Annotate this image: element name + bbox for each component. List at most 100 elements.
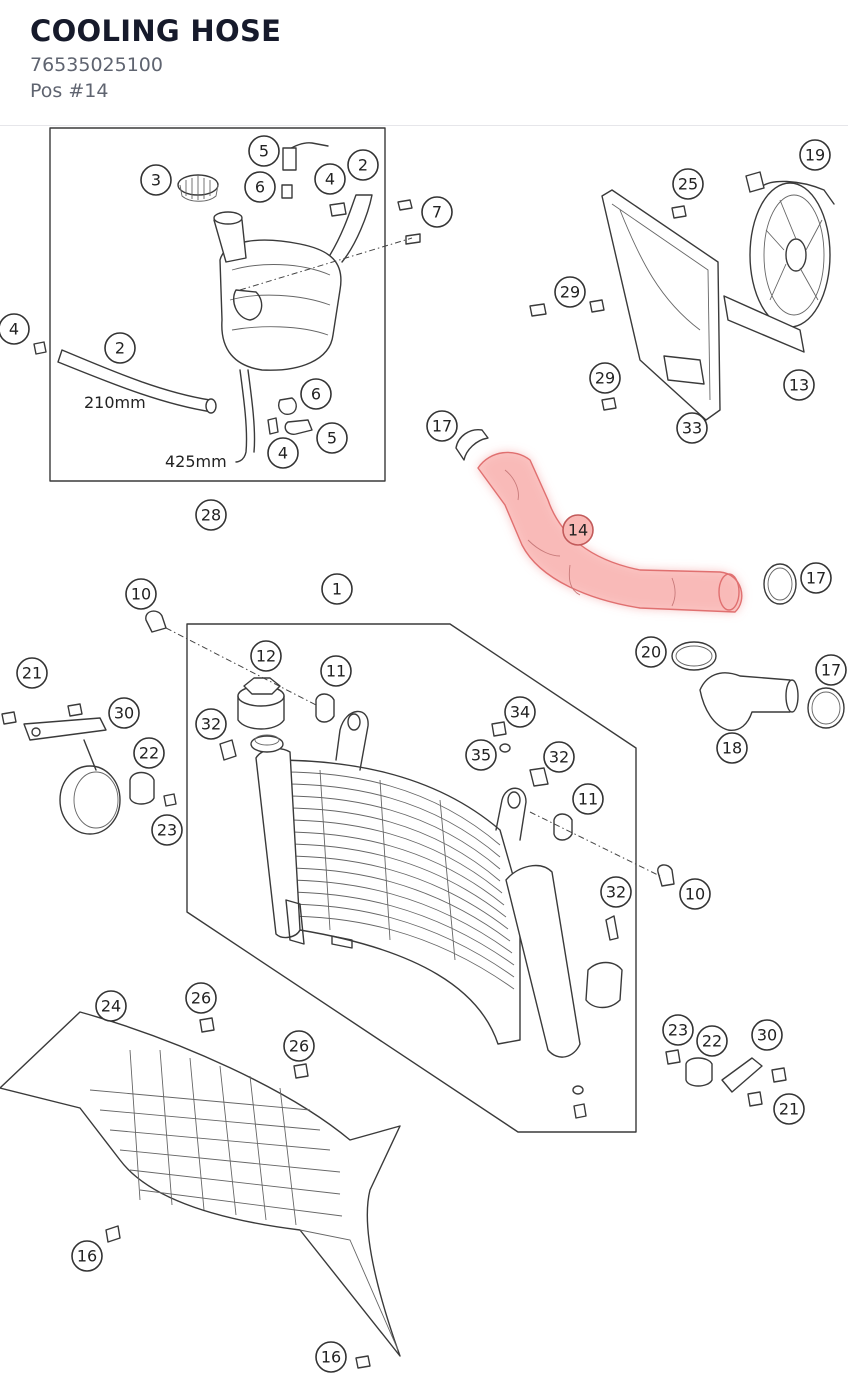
- svg-text:10: 10: [131, 585, 151, 604]
- radiator-group: [145, 610, 675, 1133]
- callout-11[interactable]: 11: [320, 655, 352, 687]
- callout-32[interactable]: 32: [195, 708, 227, 740]
- callout-18[interactable]: 18: [716, 732, 748, 764]
- cooling-hose-14[interactable]: [477, 451, 743, 613]
- group-box-28: [49, 127, 386, 482]
- svg-text:10: 10: [685, 885, 705, 904]
- callout-14-selected[interactable]: 14: [562, 514, 594, 546]
- callout-23[interactable]: 23: [662, 1014, 694, 1046]
- part-number: 76535025100: [30, 54, 163, 76]
- horn-assembly: [1, 703, 177, 835]
- callout-10[interactable]: 10: [679, 878, 711, 910]
- svg-text:34: 34: [510, 703, 530, 722]
- svg-text:35: 35: [471, 746, 491, 765]
- callout-2[interactable]: 2: [104, 332, 136, 364]
- svg-text:7: 7: [432, 203, 442, 222]
- callout-19[interactable]: 19: [799, 139, 831, 171]
- svg-text:33: 33: [682, 419, 702, 438]
- svg-text:16: 16: [321, 1348, 341, 1367]
- callout-30[interactable]: 30: [108, 697, 140, 729]
- callout-29[interactable]: 29: [589, 362, 621, 394]
- radiator-cover: [0, 1011, 401, 1369]
- svg-text:11: 11: [578, 790, 598, 809]
- svg-text:1: 1: [332, 580, 342, 599]
- svg-text:11: 11: [326, 662, 346, 681]
- callout-17[interactable]: 17: [800, 562, 832, 594]
- callout-23[interactable]: 23: [151, 814, 183, 846]
- group-box-1: [186, 623, 637, 1133]
- callout-24[interactable]: 24: [95, 990, 127, 1022]
- callout-4[interactable]: 4: [267, 437, 299, 469]
- callout-1[interactable]: 1: [321, 573, 353, 605]
- callout-5[interactable]: 5: [248, 135, 280, 167]
- horn: [59, 765, 121, 835]
- callout-22[interactable]: 22: [696, 1025, 728, 1057]
- svg-text:2: 2: [358, 156, 368, 175]
- svg-text:17: 17: [806, 569, 826, 588]
- callout-30[interactable]: 30: [751, 1019, 783, 1051]
- callout-20[interactable]: 20: [635, 636, 667, 668]
- callout-21[interactable]: 21: [16, 657, 48, 689]
- callout-11[interactable]: 11: [572, 783, 604, 815]
- dimension-labels: 210mm 425mm: [84, 393, 227, 471]
- svg-text:22: 22: [139, 744, 159, 763]
- callout-32[interactable]: 32: [543, 741, 575, 773]
- svg-text:2: 2: [115, 339, 125, 358]
- svg-text:32: 32: [201, 715, 221, 734]
- svg-text:5: 5: [327, 429, 337, 448]
- svg-text:3: 3: [151, 171, 161, 190]
- svg-text:6: 6: [255, 178, 265, 197]
- callout-32[interactable]: 32: [600, 876, 632, 908]
- svg-text:16: 16: [77, 1247, 97, 1266]
- callout-10[interactable]: 10: [125, 578, 157, 610]
- callout-26[interactable]: 26: [283, 1030, 315, 1062]
- callout-7[interactable]: 7: [421, 196, 453, 228]
- radiator-cap: [237, 677, 285, 730]
- svg-text:4: 4: [325, 170, 335, 189]
- callout-29[interactable]: 29: [554, 276, 586, 308]
- svg-text:30: 30: [114, 704, 134, 723]
- hose-425mm: [235, 369, 256, 463]
- svg-text:17: 17: [432, 417, 452, 436]
- callout-35[interactable]: 35: [465, 739, 497, 771]
- svg-text:21: 21: [779, 1100, 799, 1119]
- callout-22[interactable]: 22: [133, 737, 165, 769]
- svg-text:24: 24: [101, 997, 121, 1016]
- svg-text:30: 30: [757, 1026, 777, 1045]
- callout-6[interactable]: 6: [300, 378, 332, 410]
- callout-21[interactable]: 21: [773, 1093, 805, 1125]
- radiator-core: [269, 759, 521, 1045]
- callout-3[interactable]: 3: [140, 164, 172, 196]
- svg-text:5: 5: [259, 142, 269, 161]
- callout-33[interactable]: 33: [676, 412, 708, 444]
- callout-16[interactable]: 16: [71, 1240, 103, 1272]
- dimension-425mm: 425mm: [165, 452, 227, 471]
- svg-text:19: 19: [805, 146, 825, 165]
- callout-16[interactable]: 16: [315, 1341, 347, 1373]
- fan-shroud: [601, 189, 721, 421]
- callout-17[interactable]: 17: [426, 410, 458, 442]
- callout-5[interactable]: 5: [316, 422, 348, 454]
- callout-4[interactable]: 4: [0, 313, 30, 345]
- svg-text:4: 4: [278, 444, 288, 463]
- svg-text:6: 6: [311, 385, 321, 404]
- callout-17[interactable]: 17: [815, 654, 847, 686]
- callout-4[interactable]: 4: [314, 163, 346, 195]
- svg-text:12: 12: [256, 647, 276, 666]
- svg-text:14: 14: [568, 521, 588, 540]
- svg-text:28: 28: [201, 506, 221, 525]
- callout-34[interactable]: 34: [504, 696, 536, 728]
- callout-2[interactable]: 2: [347, 149, 379, 181]
- callout-26[interactable]: 26: [185, 982, 217, 1014]
- expansion-tank-group: [33, 127, 421, 482]
- callout-13[interactable]: 13: [783, 369, 815, 401]
- hose-elbow-18: [699, 672, 799, 731]
- callout-25[interactable]: 25: [672, 168, 704, 200]
- callout-28[interactable]: 28: [195, 499, 227, 531]
- tank-cap: [177, 174, 219, 202]
- svg-text:32: 32: [606, 883, 626, 902]
- fan-assembly: [529, 171, 835, 421]
- callout-12[interactable]: 12: [250, 640, 282, 672]
- callout-6[interactable]: 6: [244, 171, 276, 203]
